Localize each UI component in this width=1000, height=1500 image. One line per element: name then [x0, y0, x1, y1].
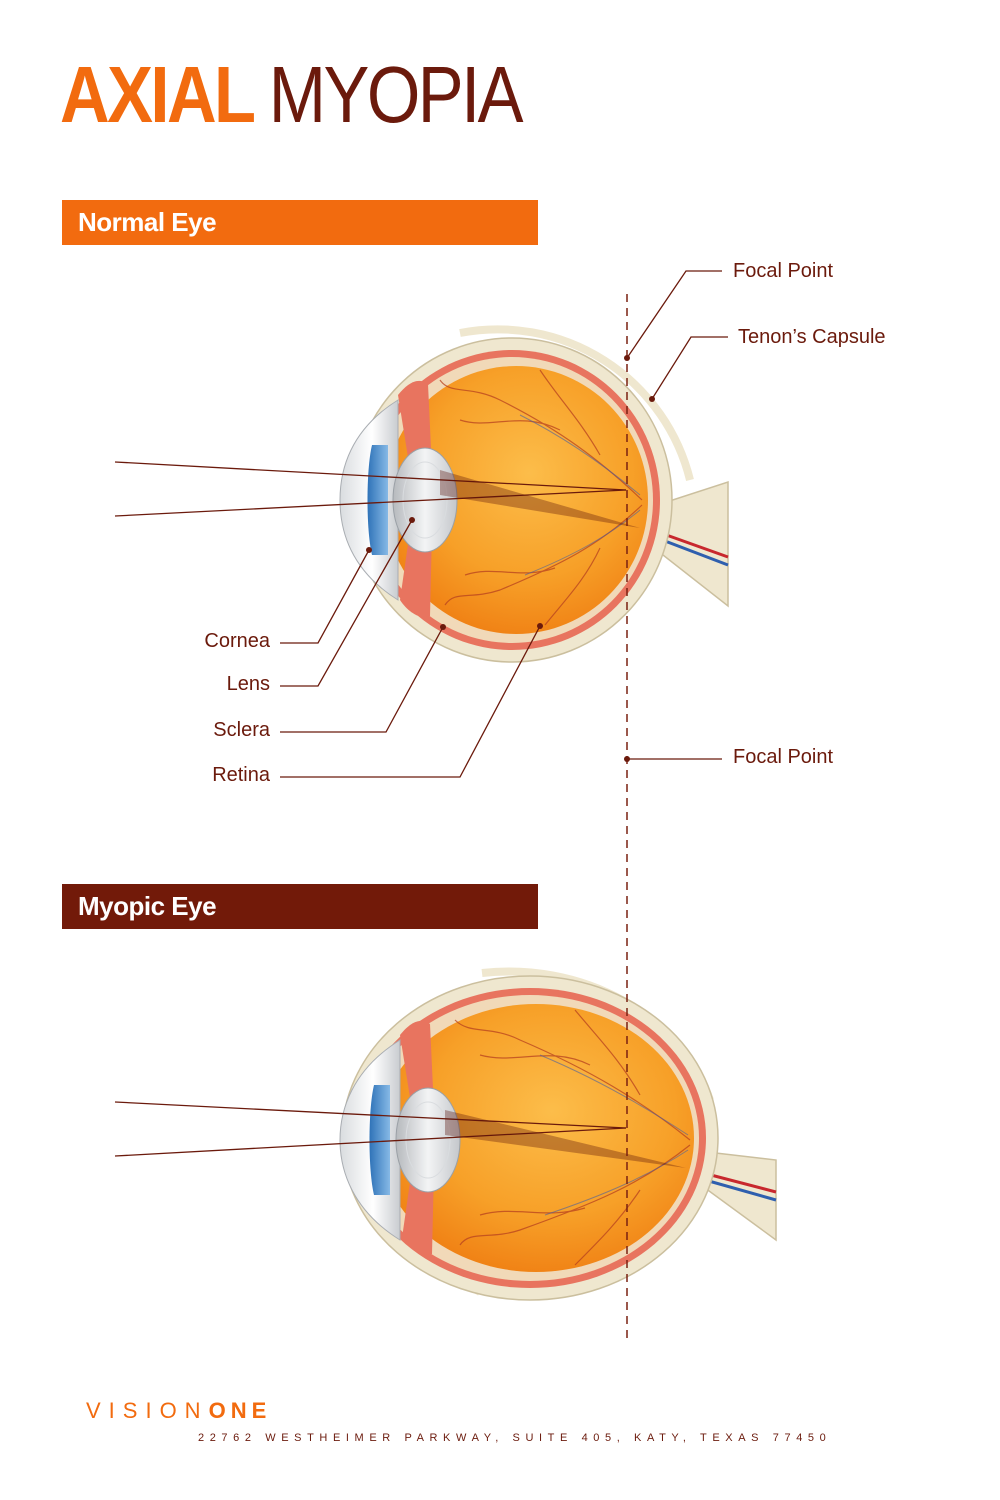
myopic-eye-illustration: [115, 972, 776, 1300]
normal-eye-illustration: [115, 329, 728, 662]
label-retina: Retina: [170, 765, 270, 785]
label-lens: Lens: [170, 674, 270, 694]
leader-tenons-capsule: [652, 337, 728, 399]
vision-one-logo: VISIONONE: [86, 1400, 271, 1422]
label-cornea: Cornea: [170, 631, 270, 651]
label-focal-point-myopic: Focal Point: [733, 747, 833, 767]
label-tenons-capsule: Tenon’s Capsule: [738, 327, 886, 347]
leader-focal-point-normal: [627, 271, 722, 358]
label-focal-point-normal: Focal Point: [733, 261, 833, 281]
leader-cornea: [280, 550, 369, 643]
logo-text: VISION: [86, 1398, 209, 1423]
footer-address: 22762 WESTHEIMER PARKWAY, SUITE 405, KAT…: [198, 1433, 831, 1444]
logo-one: ONE: [209, 1398, 272, 1423]
label-sclera: Sclera: [170, 720, 270, 740]
